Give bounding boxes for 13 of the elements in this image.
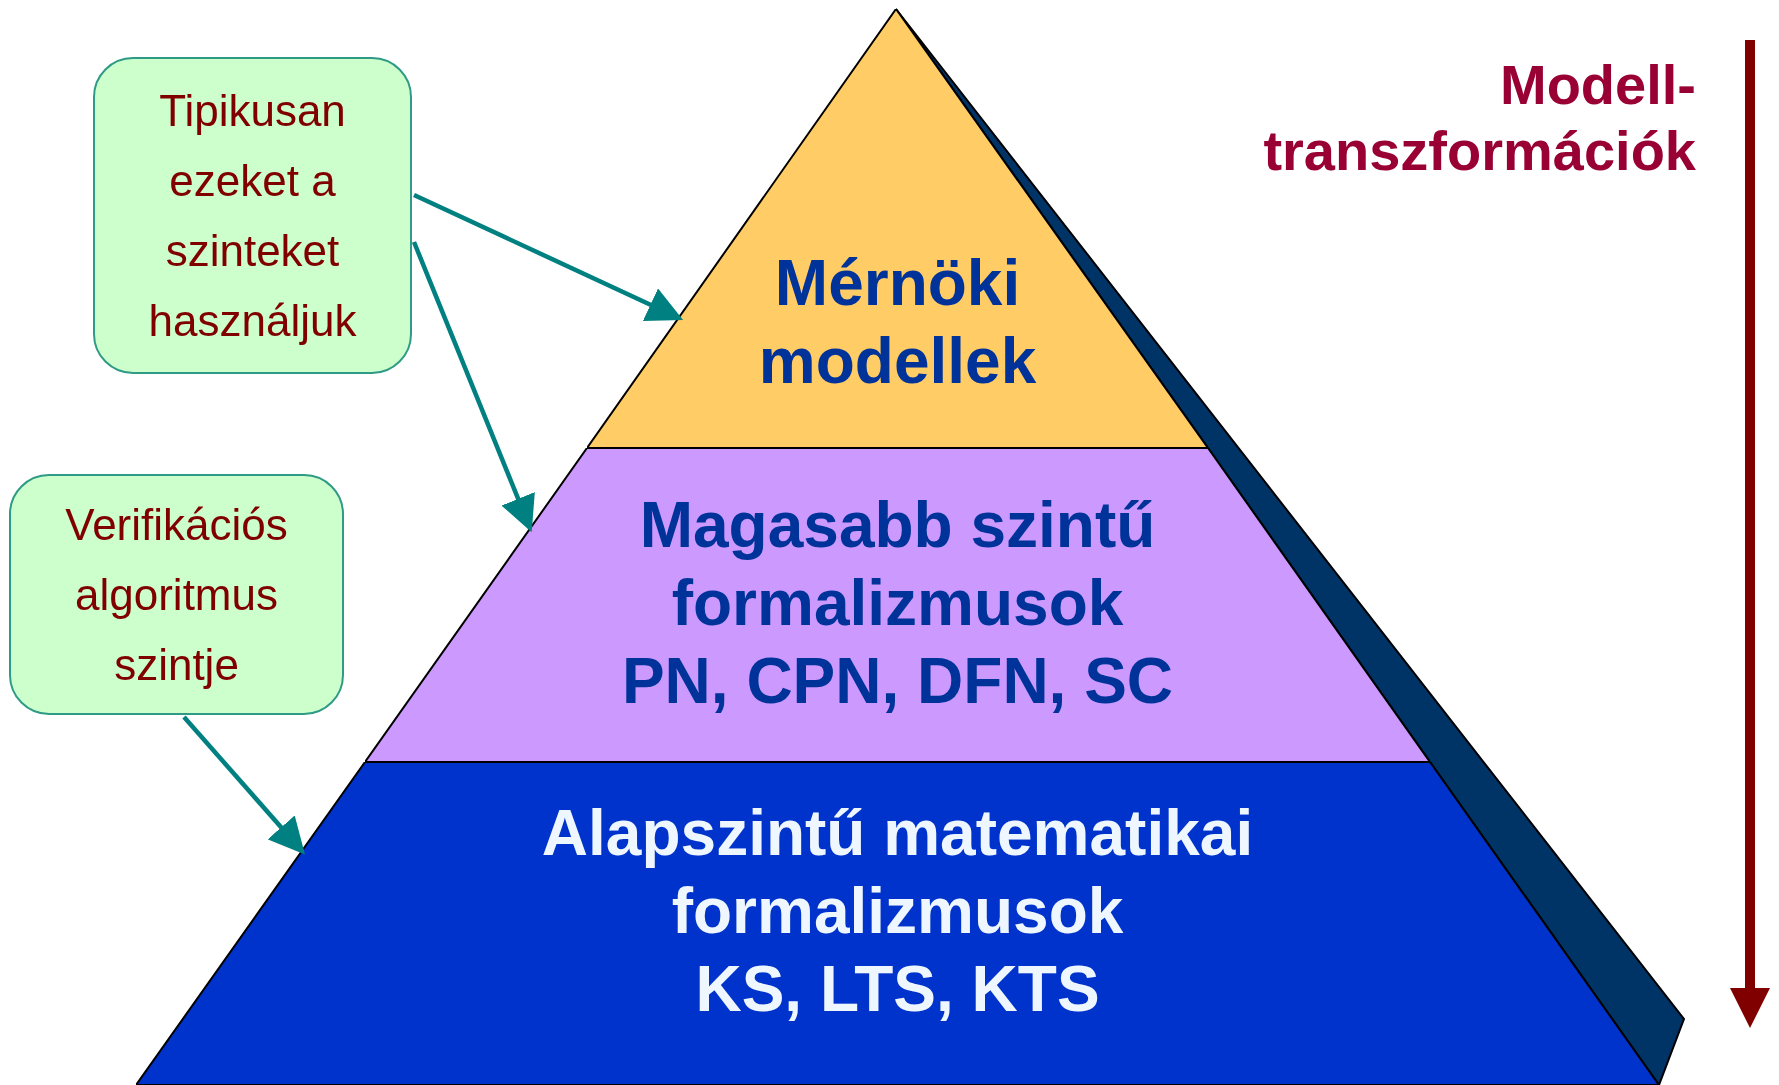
arrow (182, 715, 305, 855)
level-text: PN, CPN, DFN, SC (621, 644, 1174, 719)
arrow (413, 192, 684, 322)
arrow (411, 241, 535, 533)
side-label: Modell- transzformációk (1262, 52, 1696, 184)
level-text: KS, LTS, KTS (695, 952, 1100, 1027)
level-text: Alapszintű matematikai formalizmusok (540, 796, 1255, 949)
level-text: Mérnöki modellek (757, 246, 1038, 399)
callout-text: Tipikusan ezeket a szinteket használjuk (147, 84, 358, 347)
level-text: Magasabb szintű formalizmusok (638, 488, 1157, 641)
callout-box (9, 474, 344, 715)
callout-text: Verifikációs algoritmus szintje (64, 498, 289, 691)
callout-box (93, 57, 412, 374)
